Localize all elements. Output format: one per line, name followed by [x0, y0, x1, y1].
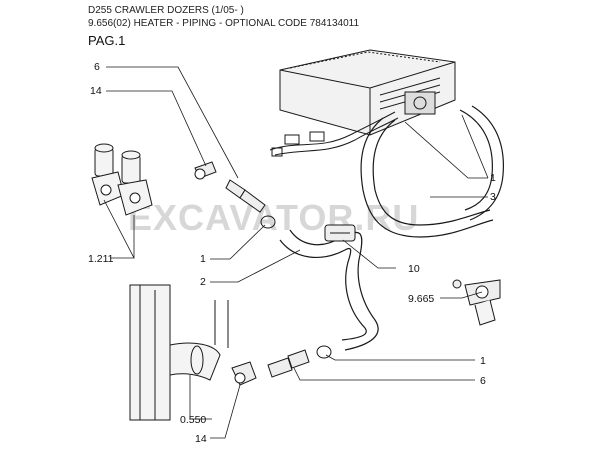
- fitting-14-bottom: [231, 361, 257, 386]
- callout-1-right: 1: [490, 172, 496, 184]
- document-subtitle: 9.656(02) HEATER - PIPING - OPTIONAL COD…: [88, 18, 360, 29]
- callout-1-mid: 1: [200, 253, 206, 265]
- callout-9665: 9.665: [408, 293, 434, 305]
- hose-2: [279, 229, 379, 351]
- heater-unit: [279, 49, 456, 136]
- callout-6-low: 6: [480, 375, 486, 387]
- leader-lines: [103, 66, 489, 439]
- valve-assembly: [91, 143, 153, 216]
- callout-14-top: 14: [90, 85, 102, 97]
- lower-pipe-assembly: [129, 284, 229, 421]
- callout-1211: 1.211: [88, 253, 114, 265]
- clamp-1-mid: [260, 215, 276, 229]
- nipple-6-bottom: [267, 349, 310, 378]
- callout-0550: 0.550: [180, 414, 206, 426]
- clamp-10: [324, 224, 356, 242]
- document-title: D255 CRAWLER DOZERS (1/05- ): [88, 5, 244, 16]
- nipple-6-top: [225, 179, 266, 213]
- clamp-1-low: [316, 345, 332, 359]
- bracket-9665: [452, 279, 501, 326]
- callout-1-low: 1: [480, 355, 486, 367]
- callout-2: 2: [200, 276, 206, 288]
- callout-3: 3: [490, 191, 496, 203]
- callout-14-bottom: 14: [195, 433, 207, 445]
- fitting-14-top: [194, 161, 217, 180]
- page-label: PAG.1: [88, 33, 126, 48]
- callout-10: 10: [408, 263, 420, 275]
- watermark: EXCAVATOR.RU: [128, 197, 419, 238]
- hose-3: [360, 105, 505, 238]
- callout-6-top: 6: [94, 61, 100, 73]
